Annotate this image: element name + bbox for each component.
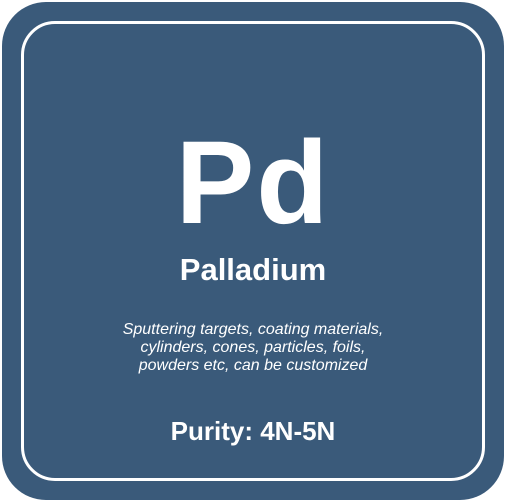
purity-label: Purity: 4N-5N <box>170 416 336 446</box>
element-symbol: Pd <box>175 117 331 249</box>
description-line: cylinders, cones, particles, foils, <box>140 339 366 356</box>
description-line: powders etc, can be customized <box>138 357 368 374</box>
element-name: Palladium <box>179 252 327 287</box>
element-description: Sputtering targets, coating materials, c… <box>2 321 504 375</box>
description-line: Sputtering targets, coating materials, <box>122 321 384 338</box>
tile-border <box>21 21 485 481</box>
